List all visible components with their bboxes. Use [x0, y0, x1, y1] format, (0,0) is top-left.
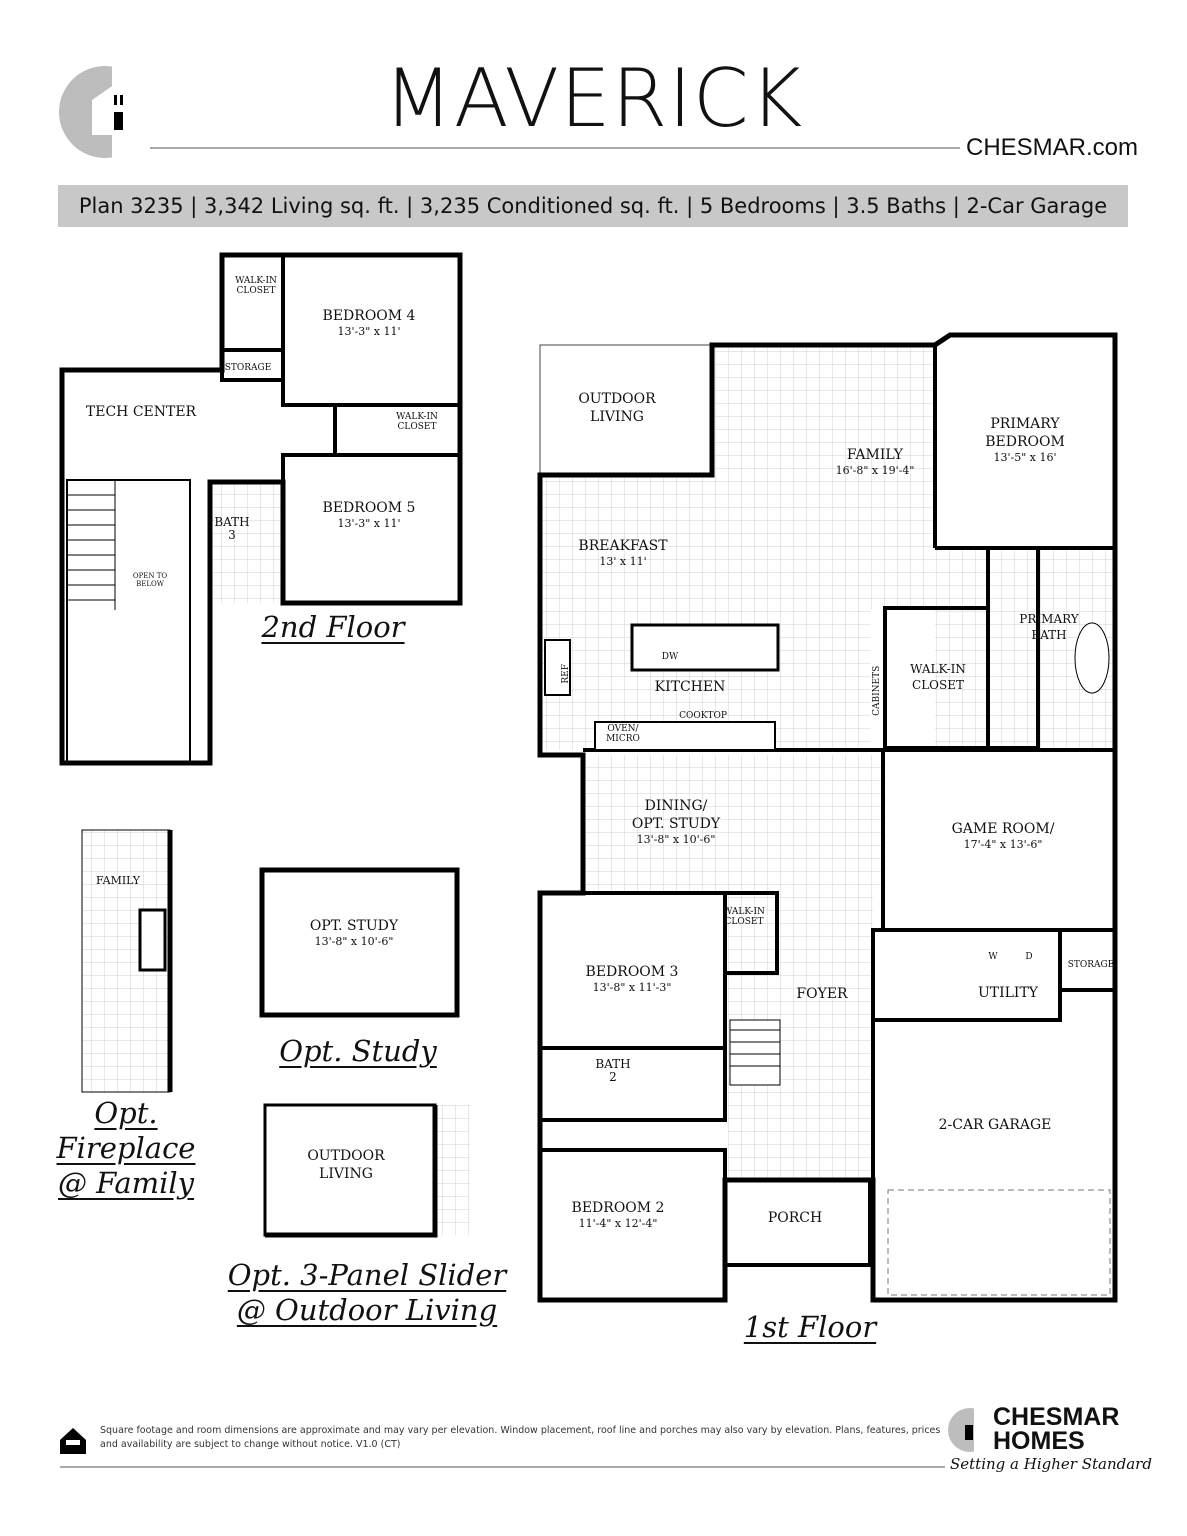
room-dimensions: 11'-4" x 12'-4": [578, 1217, 658, 1231]
brand-name: CHESMAR HOMES: [993, 1403, 1120, 1455]
cooktop-counter: [594, 721, 776, 751]
room-name: PRIMARY BEDROOM: [985, 416, 1065, 451]
room-name: BEDROOM 3: [585, 964, 679, 980]
chesmar-logo: [59, 66, 157, 158]
first-floor-caption: 1st Floor: [743, 1310, 877, 1344]
room-dimensions: 13'-3" x 11': [337, 517, 401, 531]
room-dimensions: 13'-5" x 16': [993, 451, 1057, 465]
room-foyer: FOYER: [796, 986, 848, 1002]
label-oven-micro: OVEN/ MICRO: [606, 724, 640, 744]
room-kitchen: KITCHEN: [654, 679, 726, 695]
room-name: FAMILY: [846, 447, 904, 463]
label-cabinets: CABINETS: [872, 665, 883, 716]
option-fireplace-caption: Opt. Fireplace @ Family: [56, 1096, 196, 1200]
refrigerator: [544, 639, 571, 696]
room-name: GAME ROOM/: [951, 821, 1055, 837]
equal-housing-icon: [60, 1428, 86, 1454]
room-tech-center: TECH CENTER: [85, 404, 197, 420]
room-dimensions: 13'-3" x 11': [337, 325, 401, 339]
stairs-second-floor: [67, 480, 116, 610]
room-porch: PORCH: [767, 1210, 823, 1226]
room-dimensions: 17'-4" x 13'-6": [963, 838, 1043, 852]
room-garage: 2-CAR GARAGE: [938, 1117, 1052, 1133]
room-walk-in-closet-2: WALK-IN CLOSET: [396, 412, 438, 432]
room-walk-in-closet: WALK-IN CLOSET: [910, 662, 966, 692]
label-dishwasher: DW: [661, 652, 679, 662]
washer: W: [988, 952, 998, 962]
room-name: DINING/ OPT. STUDY: [631, 798, 721, 833]
room-game-room: GAME ROOM/17'-4" x 13'-6": [952, 820, 1055, 852]
kitchen-island: [630, 623, 780, 672]
plan-title: MAVERICK: [383, 52, 804, 145]
room-storage: STORAGE: [1067, 960, 1115, 970]
room-dimensions: 13' x 11': [599, 555, 647, 569]
first-floor-plan: [537, 332, 1118, 1303]
garage-door: [887, 1189, 1111, 1296]
bathtub: [1074, 622, 1110, 694]
option-slider-caption: Opt. 3-Panel Slider @ Outdoor Living: [227, 1258, 507, 1327]
second-floor-caption: 2nd Floor: [261, 610, 405, 644]
room-dimensions: 16'-8" x 19'-4": [835, 464, 915, 478]
room-name: BREAKFAST: [578, 538, 668, 554]
second-floor-plan: [59, 252, 463, 766]
room-bath-2: BATH 2: [595, 1057, 631, 1085]
room-dimensions: 13'-8" x 10'-6": [636, 833, 716, 847]
option-plans: [81, 829, 470, 1238]
room-walk-in-closet: WALK-IN CLOSET: [235, 276, 277, 296]
website-link[interactable]: CHESMAR.com: [966, 134, 1139, 161]
stairs-first-floor: [729, 1019, 781, 1086]
room-dimensions: 13'-8" x 10'-6": [314, 935, 394, 949]
label-cooktop: COOKTOP: [679, 711, 727, 721]
label-ref: REF: [561, 664, 572, 684]
disclaimer: Square footage and room dimensions are a…: [100, 1425, 941, 1451]
label-open-to-below: OPEN TO BELOW: [132, 572, 168, 589]
room-outdoor-living: OUTDOOR LIVING: [578, 391, 656, 426]
room-storage: STORAGE: [224, 363, 272, 373]
tagline: Setting a Higher Standard: [950, 1455, 1152, 1473]
chesmar-homes-logo: [948, 1405, 996, 1455]
room-name: OPT. STUDY: [309, 918, 399, 934]
option-family-label: FAMILY: [95, 874, 141, 887]
fireplace-icon: [138, 908, 167, 972]
option-outdoor-living: OUTDOOR LIVING: [307, 1148, 385, 1183]
room-name: BEDROOM 5: [322, 500, 416, 516]
room-name: BEDROOM 2: [571, 1200, 665, 1216]
room-primary-bath: PRIMARY BATH: [1019, 612, 1079, 642]
room-bath-3: BATH 3: [214, 515, 250, 543]
room-utility: UTILITY: [977, 985, 1039, 1001]
option-study-caption: Opt. Study: [279, 1034, 437, 1068]
room-walk-in-closet-2: WALK-IN CLOSET: [723, 907, 765, 927]
plan-specs-bar: Plan 3235 | 3,342 Living sq. ft. | 3,235…: [58, 185, 1128, 227]
room-name: BEDROOM 4: [322, 308, 416, 324]
room-dimensions: 13'-8" x 11'-3": [592, 981, 672, 995]
dryer: D: [1025, 952, 1033, 962]
